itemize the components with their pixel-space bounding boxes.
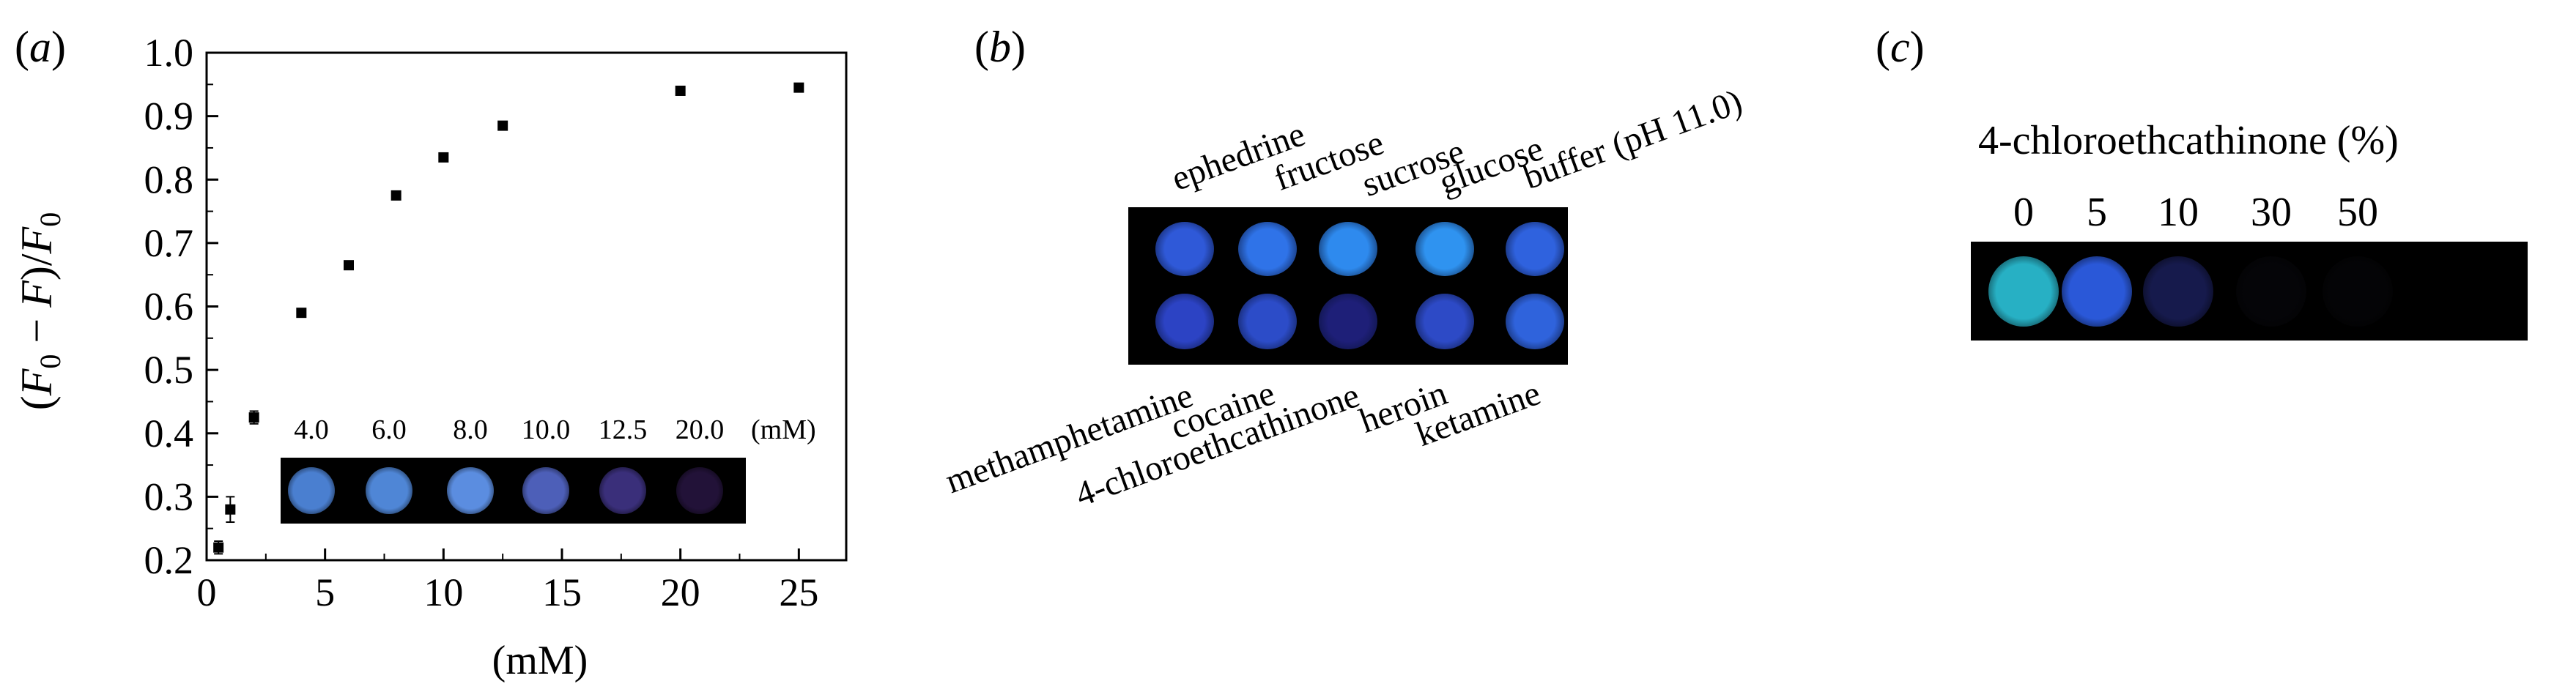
panel-b-well-top: [1319, 222, 1377, 276]
chart-a: 0.2 0.3 0.4 0.5 0.6 0.7 0.8 0.9 1.0 0 5 10 15 20 25 (…: [12, 31, 848, 683]
data-point: [225, 504, 236, 515]
inset-concentration-label: 10.0: [521, 414, 571, 445]
data-point: [391, 190, 401, 201]
axes: [205, 51, 848, 562]
panel-b-well-top: [1506, 222, 1564, 276]
panel-c-strip: [1971, 242, 2528, 341]
x-tick-label: 10: [423, 570, 463, 614]
y-tick-label: 0.3: [144, 475, 194, 518]
panel-c-label: 0: [2013, 190, 2034, 235]
inset-concentration-label: 20.0: [675, 414, 725, 445]
inset-well: [288, 467, 335, 514]
inset-concentration-label: 4.0: [294, 414, 329, 445]
panel-b-well-top: [1155, 222, 1214, 276]
x-tick-label: 25: [779, 570, 818, 614]
y-tick-label: 1.0: [144, 31, 194, 75]
svg-text:(F0 − F)/F0: (F0 − F)/F0: [12, 212, 67, 410]
panel-label-a: (a): [15, 23, 66, 71]
panel-b-well-bottom: [1155, 294, 1214, 349]
inset-well: [447, 467, 494, 514]
data-point: [675, 85, 686, 96]
data-point: [497, 120, 508, 131]
y-tick-label: 0.4: [144, 412, 194, 455]
data-point: [213, 542, 224, 553]
x-tick-label: 5: [315, 570, 335, 614]
inset-strip-a: [281, 458, 746, 524]
panel-b-well-bottom: [1415, 294, 1474, 349]
panel-c-title: 4-chloroethcathinone (%): [1978, 118, 2399, 163]
panel-b-plate: [1128, 207, 1568, 365]
panel-b-well-bottom: [1319, 294, 1377, 349]
x-tick-labels: 0 5 10 15 20 25: [197, 570, 819, 614]
x-tick-label: 20: [661, 570, 700, 614]
panel-c-well: [2236, 256, 2306, 327]
inset-concentration-label: 6.0: [371, 414, 407, 445]
data-point: [793, 82, 804, 93]
panel-c-well: [1988, 256, 2059, 327]
panel-c-well: [2323, 256, 2393, 327]
panel-b-well-top: [1238, 222, 1297, 276]
panel-c-label: 30: [2251, 190, 2292, 235]
inset-well: [676, 467, 723, 514]
panel-b-well-bottom: [1238, 294, 1297, 349]
y-axis-label: (F0 − F)/F0: [12, 212, 67, 410]
panel-c-label: 50: [2337, 190, 2378, 235]
panel-b-well-bottom: [1506, 294, 1564, 349]
panel-b-well-top: [1415, 222, 1474, 276]
data-point: [248, 412, 259, 423]
y-tick-label: 0.8: [144, 157, 194, 201]
panel-c-label: 5: [2087, 190, 2107, 235]
data-points: [213, 82, 804, 555]
panel-c-well: [2143, 256, 2213, 327]
inset-well: [366, 467, 412, 514]
y-tick-label: 0.7: [144, 221, 194, 265]
x-tick-label: 0: [197, 570, 217, 614]
y-tick-label: 0.9: [144, 94, 194, 138]
x-axis-label: (mM): [492, 638, 588, 683]
inset-well: [522, 467, 569, 514]
data-point: [296, 308, 307, 319]
inset-concentration-label: 8.0: [453, 414, 488, 445]
inset-unit-label: (mM): [751, 414, 816, 445]
inset-well: [599, 467, 646, 514]
y-tick-label: 0.6: [144, 285, 194, 329]
data-point: [344, 260, 354, 271]
inset-concentration-label: 12.5: [598, 414, 648, 445]
y-tick-label: 0.2: [144, 538, 194, 582]
y-tick-label: 0.5: [144, 348, 194, 392]
panel-c-label: 10: [2158, 190, 2199, 235]
x-tick-label: 15: [542, 570, 582, 614]
panel-label-c: (c): [1876, 23, 1925, 71]
panel-b-top-label: buffer (pH 11.0): [1518, 81, 1747, 197]
panel-label-b: (b): [974, 23, 1026, 71]
data-point: [438, 152, 449, 163]
panel-c-well: [2062, 256, 2132, 327]
y-tick-labels: 0.2 0.3 0.4 0.5 0.6 0.7 0.8 0.9 1.0: [144, 31, 194, 582]
